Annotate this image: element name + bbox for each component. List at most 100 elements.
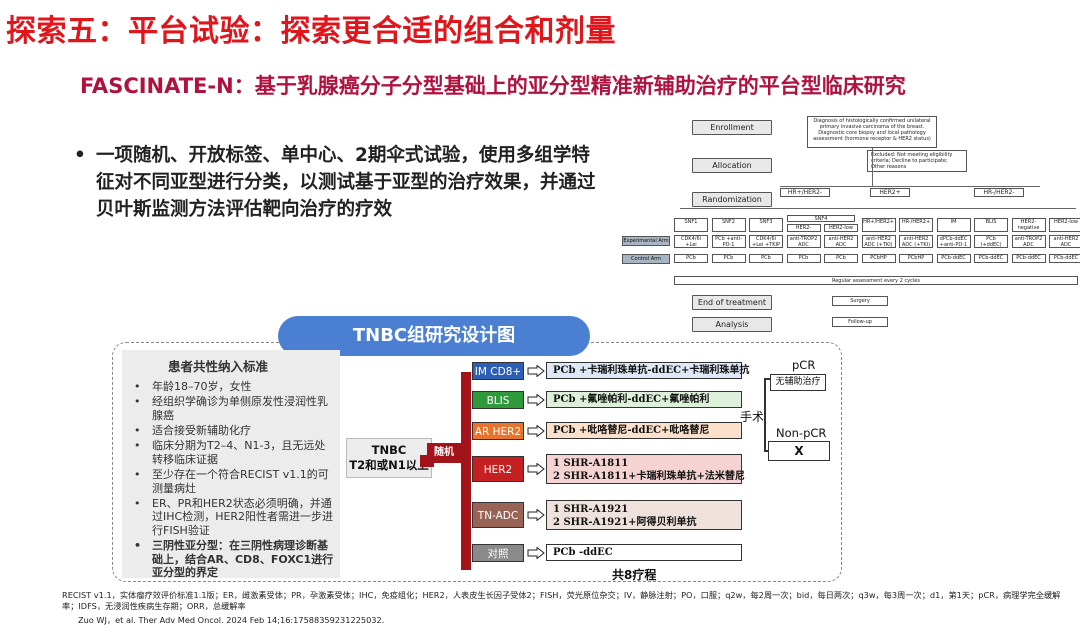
arm-treatment-blis: PCb +氟唑帕利-ddEC+氟唑帕利 <box>546 391 742 408</box>
inclusion-item: ER、PR和HER2状态必须明确，并通过IHC检测，HER2阳性者需进一步进行F… <box>130 497 336 538</box>
arm-subtype-ctrl: 对照 <box>472 544 524 562</box>
slide-subtitle: FASCINATE-N：基于乳腺癌分子分型基础上的亚分型精准新辅助治疗的平台型临… <box>80 74 906 98</box>
arm-treatment-ctrl: PCb -ddEC <box>546 544 742 561</box>
subtype-box: HER2-low <box>1049 218 1080 232</box>
control-arm-box: PCb <box>749 254 783 263</box>
arm-subtype-blis: BLIS <box>472 391 524 409</box>
stage-randomization: Randomization <box>692 192 772 207</box>
arrow-right-icon <box>527 425 545 437</box>
tnbc-stage: T2和或N1以上 <box>349 458 429 472</box>
stage-analysis: Analysis <box>692 317 772 332</box>
flow-line <box>680 208 1076 209</box>
inclusion-item: 三阴性亚分型：在三阴性病理诊断基础上，结合AR、CD8、FOXC1进行亚分型的界… <box>130 539 336 580</box>
group-hr-pos: HR+/HER2- <box>780 188 830 197</box>
footnote-citation: Zuo WJ，et al. Ther Adv Med Oncol. 2024 F… <box>78 615 385 625</box>
experimental-arm-box: dPCb-ddEC +anti-PD-1 <box>936 235 971 248</box>
experimental-arm-box: anti-TROP2 ADC <box>1011 235 1046 248</box>
stage-enrollment: Enrollment <box>692 120 772 135</box>
experimental-arm-box: anti-HER2 ADC (+TKI) <box>899 235 933 248</box>
experimental-arm-box: anti-HER2 ADC <box>1049 235 1080 248</box>
inclusion-title: 患者共性纳入标准 <box>168 359 269 374</box>
treatment-line: 1 SHR-A1811 <box>553 458 629 469</box>
experimental-arm-label: Experimental Arm <box>622 236 670 246</box>
subtype-box: HR-/HER2+ <box>899 218 933 232</box>
assessment-box: Regular assessment every 2 cycles <box>674 276 1078 285</box>
control-arm-box: PCb <box>824 254 858 263</box>
tnbc-label: TNBC <box>371 443 407 457</box>
treatment-line: 1 SHR-A1921 <box>553 504 629 515</box>
subtype-box: SNF3 <box>749 218 783 232</box>
inclusion-item: 经组织学确诊为单侧原发性浸润性乳腺癌 <box>130 395 336 422</box>
control-arm-box: PCb-ddEC <box>1011 254 1046 263</box>
experimental-arm-box: anti-HER2 ADC (+TKI) <box>861 235 896 248</box>
experimental-arm-box: anti-HER2 ADC <box>824 235 858 248</box>
subtype-box: HR+/HER2+ <box>861 218 896 232</box>
flow-line <box>872 148 873 186</box>
arrow-right-icon <box>527 365 545 377</box>
control-arm-label: Control Arm <box>622 254 670 264</box>
snf4-box: SNF4 <box>787 215 855 222</box>
stage-end-of-treatment: End of treatment <box>692 295 772 310</box>
arm-connector <box>461 372 471 570</box>
non-pcr-result-box: X <box>768 441 830 461</box>
inclusion-item: 临床分期为T2–4、N1-3，且无远处转移临床证据 <box>130 439 336 466</box>
experimental-arm-box: CDK4/6i +Lei <box>674 235 708 248</box>
pcr-result-box: 无辅助治疗 <box>770 374 826 391</box>
stage-allocation: Allocation <box>692 158 772 173</box>
outcome-connector <box>764 378 770 380</box>
arm-treatment-im: PCb +卡瑞利珠单抗-ddEC+卡瑞利珠单抗 <box>546 362 750 379</box>
arrow-right-icon <box>527 463 545 475</box>
bullet-dot-icon: • <box>74 145 86 166</box>
treatment-line: PCb -ddEC <box>553 547 613 558</box>
treatment-line: 2 SHR-A1921+阿得贝利单抗 <box>553 517 697 528</box>
inclusion-list: 年龄18–70岁，女性经组织学确诊为单侧原发性浸润性乳腺癌适合接受新辅助化疗临床… <box>130 380 336 581</box>
subtype-box: IM <box>936 218 971 232</box>
pcr-label: pCR <box>792 358 816 372</box>
arrow-right-icon <box>527 509 545 521</box>
arm-treatment-tn: 1 SHR-A1921 2 SHR-A1921+阿得贝利单抗 <box>546 500 742 530</box>
group-hr-neg: HR-/HER2- <box>974 188 1024 197</box>
experimental-arm-box: PCb +anti-PD-1 <box>711 235 746 248</box>
control-arm-box: PCb-ddEC <box>974 254 1008 263</box>
arm-subtype-ar: AR HER2 <box>472 422 524 440</box>
control-arm-box: PCb <box>711 254 746 263</box>
trial-flowchart: Enrollment Allocation Randomization End … <box>622 114 1080 336</box>
inclusion-item: 年龄18–70岁，女性 <box>130 380 336 394</box>
flow-line <box>780 186 1040 187</box>
control-arm-box: PCb-ddEC <box>936 254 971 263</box>
randomize-label: 随机 <box>427 443 461 463</box>
footnote-abbreviations: RECIST v1.1，实体瘤疗效评价标准1.1版；ER，雌激素受体；PR，孕激… <box>62 590 1061 611</box>
arm-treatment-her2: 1 SHR-A1811 2 SHR-A1811+卡瑞利珠单抗+法米替尼 <box>546 454 745 484</box>
treatment-line: PCb +卡瑞利珠单抗-ddEC+卡瑞利珠单抗 <box>553 365 750 376</box>
subtype-box: HER2-low <box>824 224 858 232</box>
arrow-right-icon <box>527 394 545 406</box>
outcome-connector <box>764 450 770 452</box>
arm-subtype-tn: TN-ADC <box>472 502 524 528</box>
cycles-label: 共8疗程 <box>612 568 657 582</box>
subtype-box: SNF1 <box>674 218 708 232</box>
inclusion-item: 适合接受新辅助化疗 <box>130 424 336 438</box>
subtype-box: HER2-negative <box>786 224 821 232</box>
inclusion-item: 至少存在一个符合RECIST v1.1的可测量病灶 <box>130 468 336 495</box>
slide-title: 探索五：平台试验：探索更合适的组合和剂量 <box>6 14 616 49</box>
subtype-box: SNF2 <box>711 218 746 232</box>
experimental-arm-box: PCb (+ddEC) +TKIP <box>974 235 1008 248</box>
control-arm-box: PCb <box>786 254 821 263</box>
design-title: TNBC组研究设计图 <box>278 316 590 356</box>
non-pcr-label: Non-pCR <box>776 426 827 440</box>
diagnosis-box: Diagnosis of histologically confirmed un… <box>807 116 937 148</box>
arm-subtype-im: IM CD8+ <box>472 362 524 380</box>
treatment-line: 2 SHR-A1811+卡瑞利珠单抗+法米替尼 <box>553 471 745 482</box>
experimental-arm-box: CDK4/6i +Lei +TKIP <box>749 235 783 248</box>
subtype-box: BLIS <box>974 218 1008 232</box>
treatment-line: PCb +氟唑帕利-ddEC+氟唑帕利 <box>553 394 710 405</box>
experimental-arm-box: anti-TROP2 ADC <box>786 235 821 248</box>
followup-box: Follow-up <box>832 317 888 327</box>
group-her2-pos: HER2+ <box>870 188 910 197</box>
treatment-line: PCb +吡咯替尼-ddEC+吡咯替尼 <box>553 425 710 436</box>
surgery-box: Surgery <box>832 296 888 306</box>
bullet-point: • 一项随机、开放标签、单中心、2期伞式试验，使用多组学特征对不同亚型进行分类，… <box>70 142 600 223</box>
control-arm-box: PCb-ddEC <box>1049 254 1080 263</box>
subtype-box: HER2-negative <box>1011 218 1046 232</box>
arm-subtype-her2: HER2 Low <box>472 456 524 502</box>
